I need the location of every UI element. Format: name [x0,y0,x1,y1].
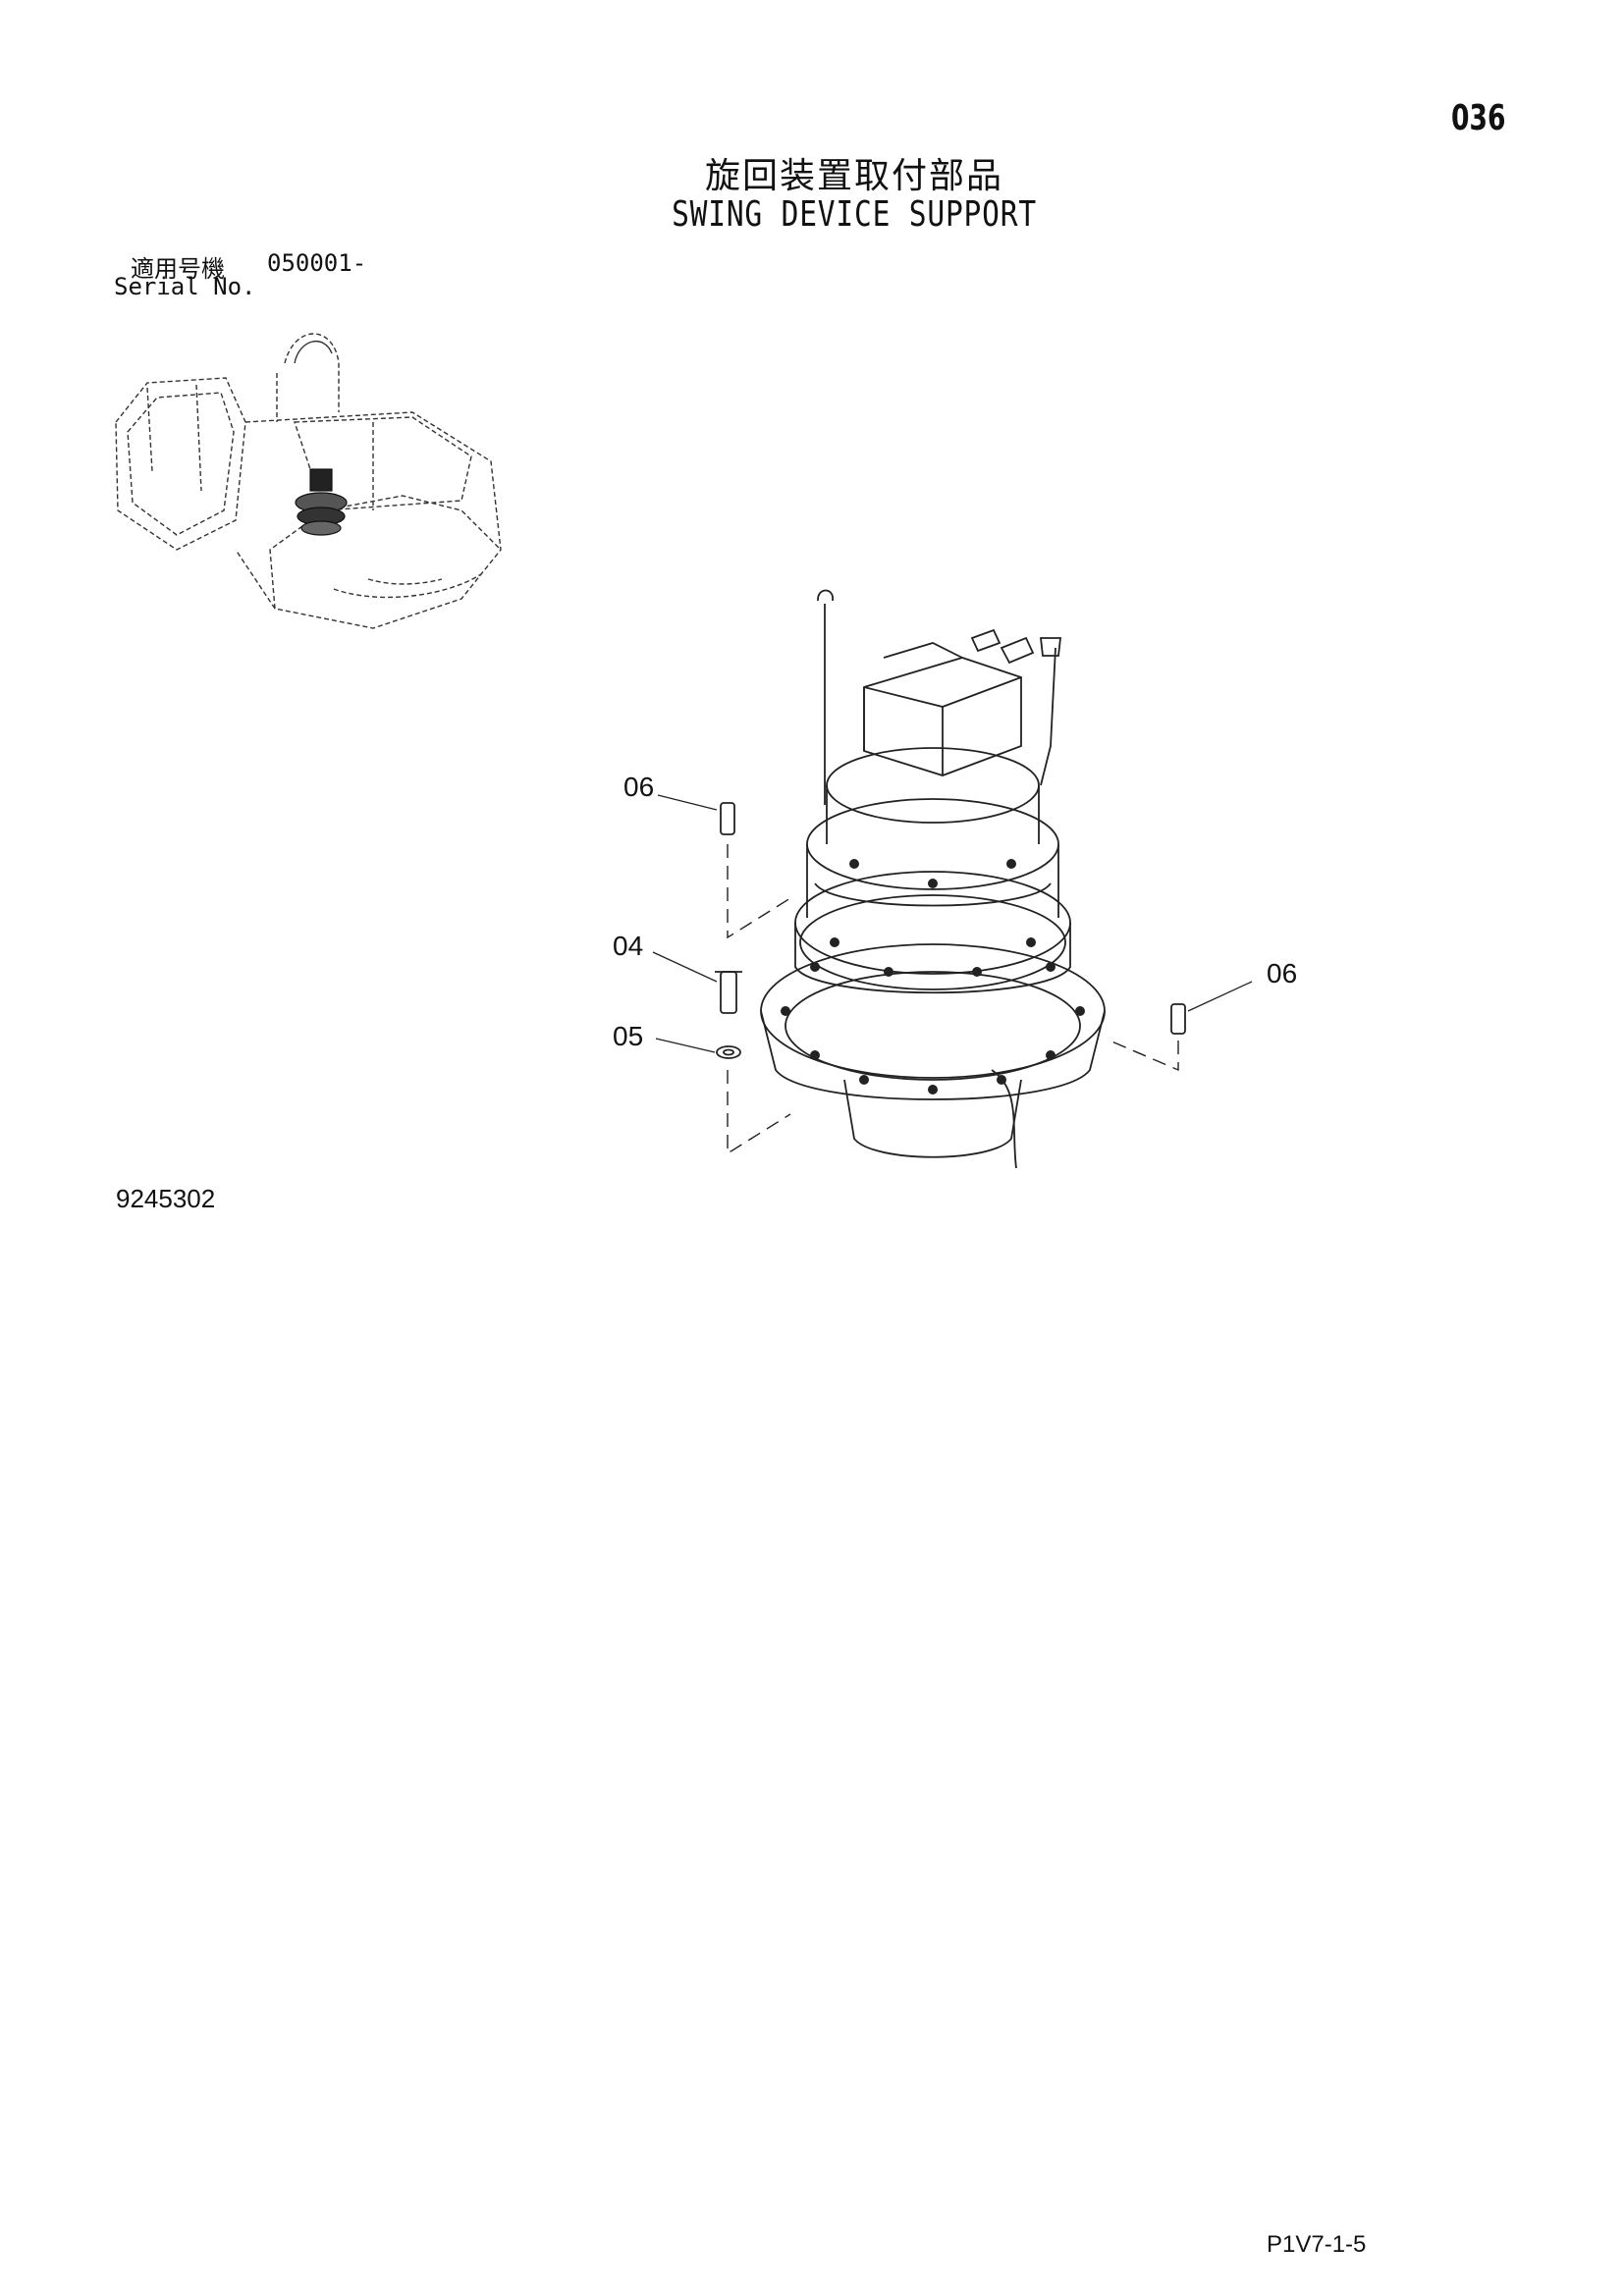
serial-label-english: Serial No. [114,273,256,300]
page-title-japanese: 旋回装置取付部品 [704,156,1003,196]
page-title-english: SWING DEVICE SUPPORT [672,194,1037,235]
page-number: 036 [1451,98,1506,138]
callout-06-right: 06 [1267,958,1298,988]
callout-06-upper: 06 [623,772,655,802]
callout-04: 04 [613,931,644,961]
figure-number: 9245302 [116,1184,216,1213]
serial-label-japanese: 適用号機 [131,255,225,283]
callout-05: 05 [613,1021,644,1051]
page-code: P1V7-1-5 [1267,2231,1367,2258]
serial-number-value: 050001- [267,249,367,277]
